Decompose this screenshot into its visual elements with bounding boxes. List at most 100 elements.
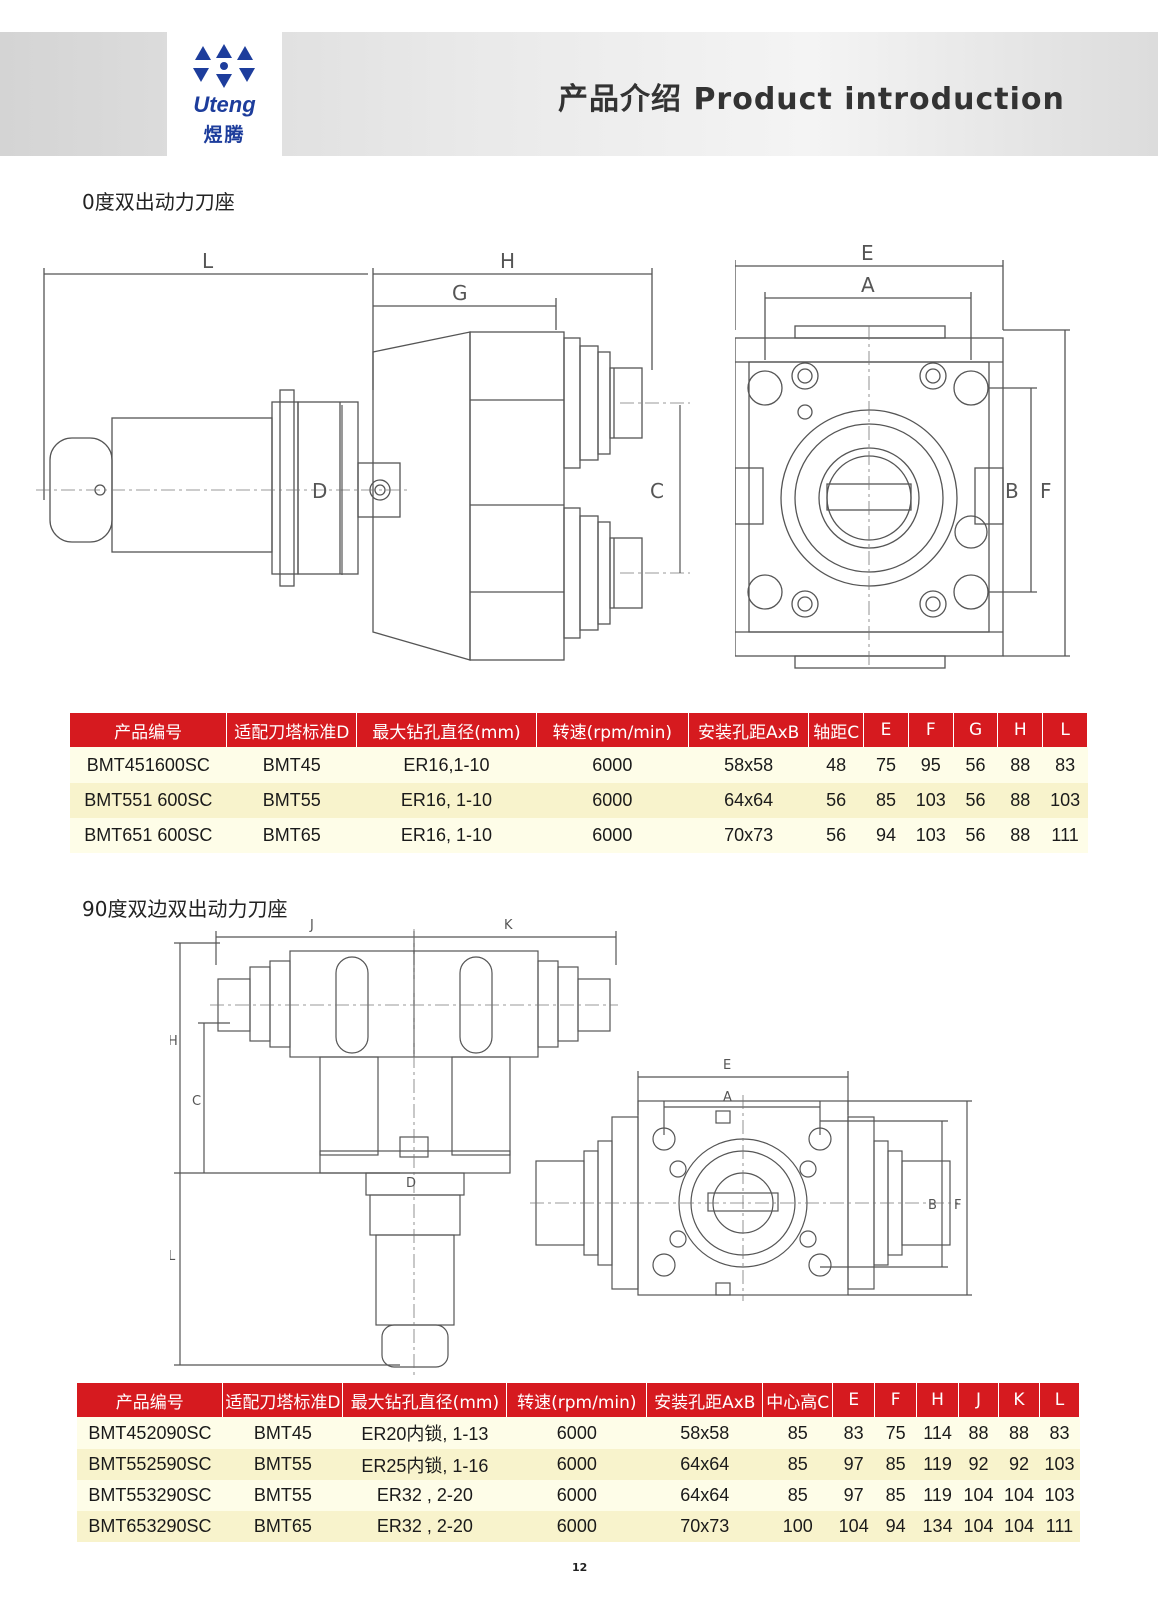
col-header-c: 轴距C <box>808 713 865 747</box>
dim-label-F: F <box>1040 479 1052 503</box>
cell: 97 <box>832 1449 875 1480</box>
col-header-f: F <box>908 713 954 747</box>
cell: 103 <box>1039 1449 1080 1480</box>
cell: 114 <box>916 1417 959 1449</box>
cell: 70x73 <box>688 818 809 853</box>
dim-label-L: L <box>202 249 214 273</box>
dim-label-H: H <box>500 249 515 273</box>
col-header-drill-dia: 最大钻孔直径(mm) <box>342 1383 508 1417</box>
cell: 92 <box>958 1449 999 1480</box>
cell: 56 <box>953 747 998 783</box>
spec-table-90deg: 产品编号 适配刀塔标准D 最大钻孔直径(mm) 转速(rpm/min) 安装孔距… <box>77 1383 1081 1542</box>
col-header-l: L <box>1039 1383 1081 1417</box>
cell: 58x58 <box>688 747 809 783</box>
cell: 56 <box>953 783 998 818</box>
cell: 94 <box>863 818 909 853</box>
col-header-speed: 转速(rpm/min) <box>506 1383 648 1417</box>
cell: 88 <box>998 1417 1040 1449</box>
cell: BMT55 <box>222 1449 343 1480</box>
cell: 6000 <box>506 1417 647 1449</box>
cell: 85 <box>874 1449 917 1480</box>
col-header-center-height: 中心高C <box>762 1383 834 1417</box>
dim-label-E: E <box>861 241 874 265</box>
cell: 134 <box>916 1511 959 1542</box>
dim-label-J: J <box>309 918 314 933</box>
cell: 88 <box>997 818 1043 853</box>
cell: 85 <box>762 1417 833 1449</box>
col-header-model: 产品编号 <box>77 1383 224 1417</box>
dim-label-B: B <box>1005 479 1019 503</box>
cell: BMT45 <box>222 1417 343 1449</box>
cell: 103 <box>1039 1480 1080 1511</box>
cell: 88 <box>997 747 1043 783</box>
cell: 85 <box>762 1449 833 1480</box>
dim-label-F: F <box>954 1198 961 1213</box>
cell: 97 <box>832 1480 875 1511</box>
cell: 111 <box>1039 1511 1080 1542</box>
col-header-model: 产品编号 <box>70 713 228 747</box>
dim-label-D: D <box>406 1176 416 1191</box>
cell: ER16, 1-10 <box>356 818 536 853</box>
cell: 70x73 <box>646 1511 763 1542</box>
cell: 95 <box>908 747 954 783</box>
cell: 119 <box>916 1449 959 1480</box>
cell: BMT45 <box>226 747 357 783</box>
cell: BMT552590SC <box>77 1449 223 1480</box>
cell: BMT451600SC <box>70 747 227 783</box>
col-header-e: E <box>863 713 909 747</box>
dim-label-A: A <box>861 273 875 297</box>
cell: 119 <box>916 1480 959 1511</box>
cell: 100 <box>762 1511 833 1542</box>
cell: 104 <box>998 1511 1040 1542</box>
col-header-j: J <box>958 1383 999 1417</box>
cell: 58x58 <box>646 1417 763 1449</box>
dim-label-A: A <box>723 1090 732 1105</box>
drawing-90deg-front: E A B F <box>530 1058 972 1301</box>
col-header-f: F <box>874 1383 918 1417</box>
cell: ER25内锁, 1-16 <box>342 1449 507 1480</box>
cell: 104 <box>998 1480 1040 1511</box>
dim-label-D: D <box>312 479 327 503</box>
cell: 94 <box>874 1511 917 1542</box>
cell: ER32 , 2-20 <box>342 1511 507 1542</box>
cell: 103 <box>908 783 954 818</box>
col-header-h: H <box>997 713 1044 747</box>
cell: 85 <box>863 783 909 818</box>
col-header-l: L <box>1042 713 1088 747</box>
cell: 83 <box>1039 1417 1080 1449</box>
brand-name-cn: 煜腾 <box>203 124 246 146</box>
cell: BMT452090SC <box>77 1417 223 1449</box>
cell: 56 <box>808 783 864 818</box>
cell: 83 <box>1042 747 1088 783</box>
page-title: 产品介绍 Product introduction <box>558 82 1065 117</box>
logo: Uteng 煜腾 <box>167 32 282 156</box>
cell: 92 <box>998 1449 1040 1480</box>
cell: 83 <box>832 1417 875 1449</box>
cell: 85 <box>762 1480 833 1511</box>
cell: BMT551 600SC <box>70 783 227 818</box>
dim-label-L: L <box>170 1249 176 1264</box>
section1-title: 0度双出动力刀座 <box>82 190 235 214</box>
dim-label-H: H <box>170 1034 178 1049</box>
col-header-hole-spacing: 安装孔距AxB <box>646 1383 764 1417</box>
dim-label-C: C <box>192 1094 201 1109</box>
cell: 104 <box>958 1511 999 1542</box>
cell: 88 <box>997 783 1043 818</box>
col-header-e: E <box>832 1383 876 1417</box>
cell: 64x64 <box>688 783 809 818</box>
cell: BMT651 600SC <box>70 818 227 853</box>
cell: 103 <box>1042 783 1088 818</box>
cell: 64x64 <box>646 1449 763 1480</box>
cell: 6000 <box>536 747 689 783</box>
drawing-0deg-front: E A B F <box>735 241 1070 669</box>
col-header-k: K <box>998 1383 1040 1417</box>
col-header-g: G <box>953 713 999 747</box>
cell: BMT65 <box>222 1511 343 1542</box>
uteng-logo-icon <box>193 44 255 88</box>
cell: 103 <box>908 818 954 853</box>
